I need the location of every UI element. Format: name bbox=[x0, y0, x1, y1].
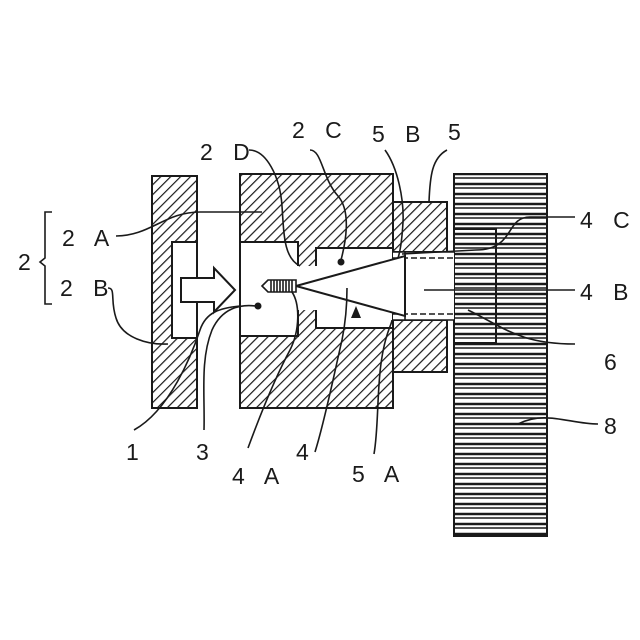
label-1: 1 bbox=[126, 439, 146, 465]
label-5A: 5 A bbox=[352, 461, 406, 487]
label-4C: 4 C bbox=[580, 207, 637, 233]
label-3: 3 bbox=[196, 439, 216, 465]
label-8: 8 bbox=[604, 413, 624, 439]
label-2A: 2 A bbox=[62, 225, 116, 251]
label-2D: 2 D bbox=[200, 139, 257, 165]
label-4A: 4 A bbox=[232, 463, 286, 489]
insert-6 bbox=[454, 229, 496, 343]
label-2: 2 bbox=[18, 249, 38, 275]
label-2B: 2 B bbox=[60, 275, 116, 301]
label-5B: 5 B bbox=[372, 121, 428, 147]
label-2C: 2 C bbox=[292, 117, 349, 143]
label-4B: 4 B bbox=[580, 279, 636, 305]
brace-2 bbox=[40, 212, 52, 304]
label-4: 4 bbox=[296, 439, 316, 465]
label-5: 5 bbox=[448, 119, 468, 145]
label-6: 6 bbox=[604, 349, 624, 375]
threaded-tip-4A bbox=[262, 280, 296, 292]
